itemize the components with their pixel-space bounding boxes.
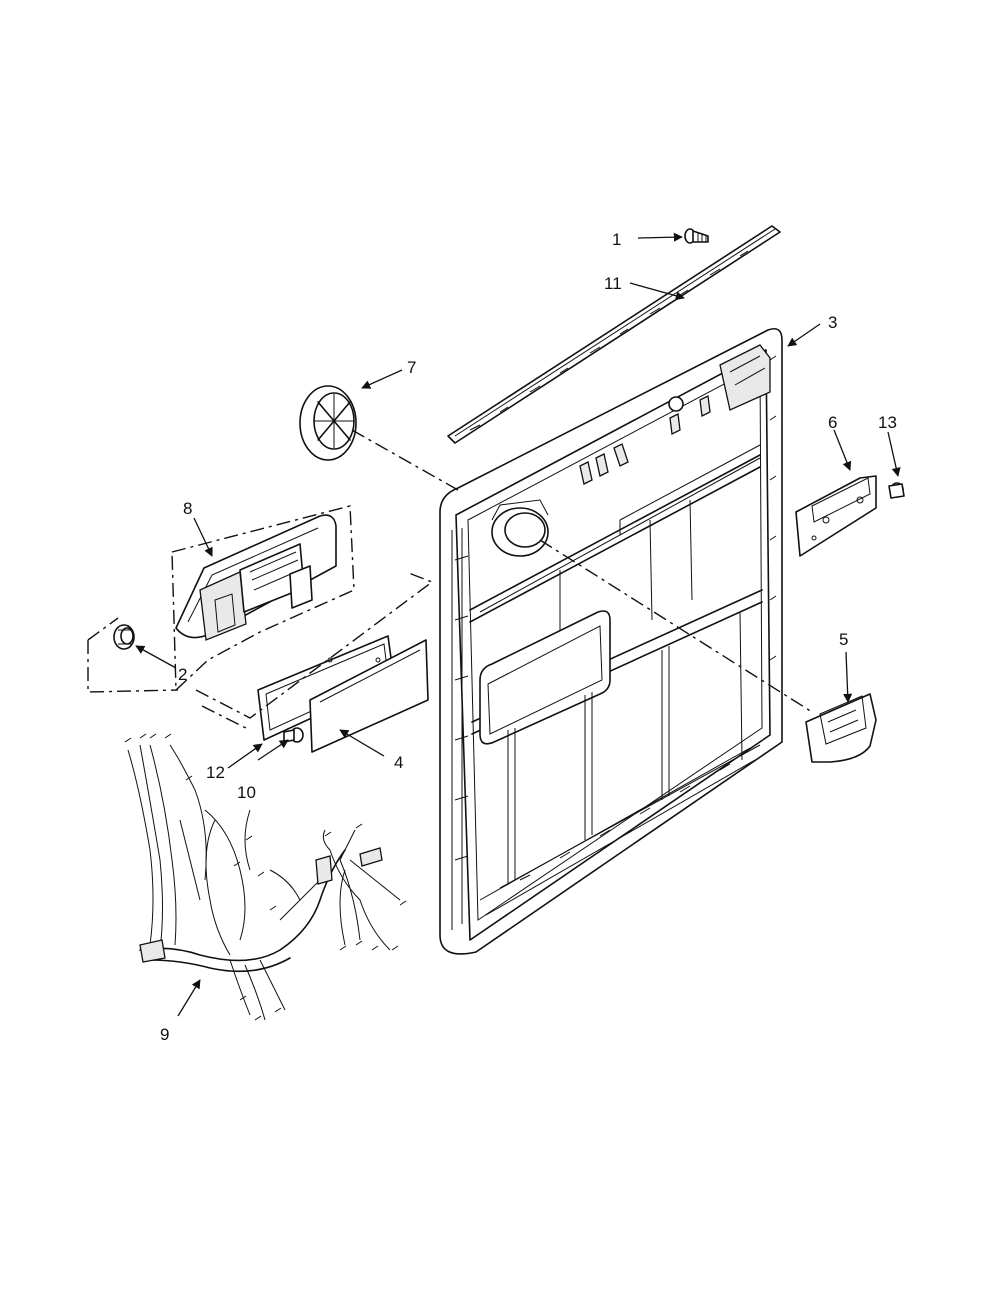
bracket-part-6	[795, 475, 877, 557]
callout-13: 13	[878, 413, 897, 432]
callout-5: 5	[839, 630, 848, 649]
dispenser-assembly-part-8	[175, 514, 337, 641]
knob-part-2	[113, 624, 135, 650]
callout-1: 1	[612, 230, 621, 249]
callout-9: 9	[160, 1025, 169, 1044]
callout-10: 10	[237, 783, 256, 802]
screw-part-10	[283, 727, 304, 743]
screw-part-13	[888, 482, 905, 499]
callout-arrows	[135, 232, 901, 1017]
callout-8: 8	[183, 499, 192, 518]
callout-12: 12	[206, 763, 225, 782]
latch-part-5	[805, 693, 877, 763]
screw-part-1	[684, 228, 709, 244]
wire-harness-part-9	[124, 733, 407, 1021]
assembly-guide-lines	[87, 429, 813, 731]
callout-11: 11	[604, 274, 622, 293]
inner-door-panel	[439, 327, 783, 955]
callout-4: 4	[394, 753, 403, 772]
callout-2: 2	[178, 665, 187, 684]
callout-labels: 1 11 3 7 6 13 8 5 2 12 10 4 9	[160, 230, 897, 1044]
callout-3: 3	[828, 313, 837, 332]
callout-6: 6	[828, 413, 837, 432]
vent-cap-part-7	[299, 385, 357, 461]
control-board-part-4	[309, 639, 429, 753]
callout-7: 7	[407, 358, 416, 377]
